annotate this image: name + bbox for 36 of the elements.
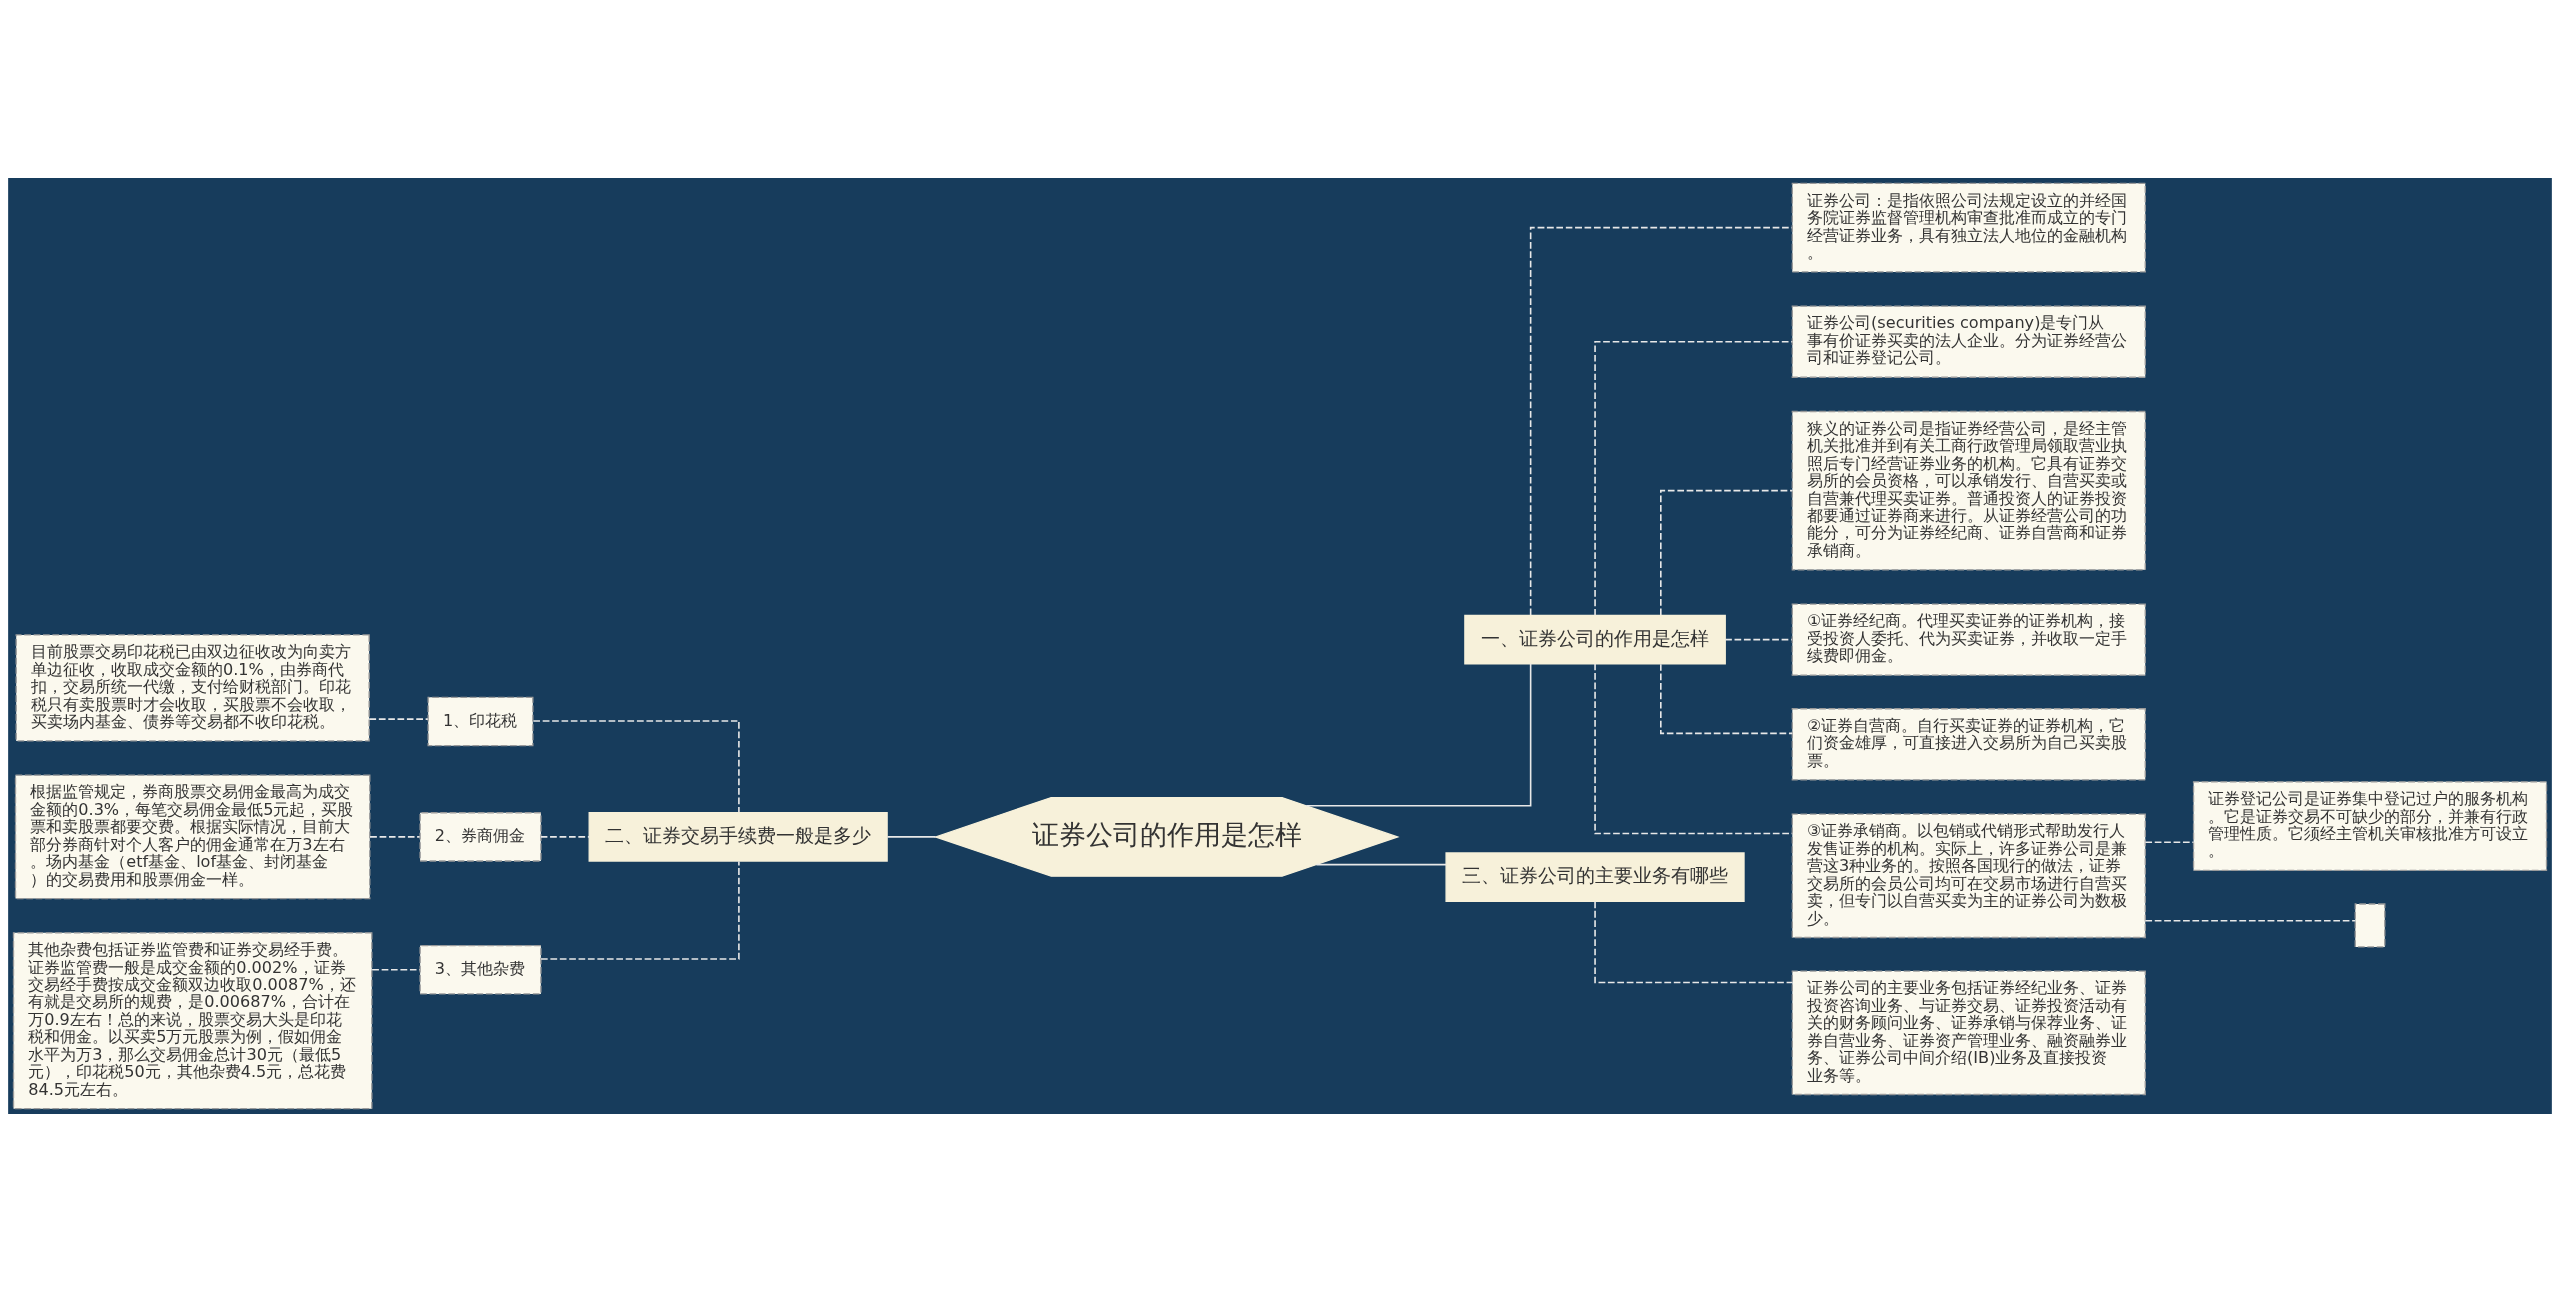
connector <box>368 718 429 720</box>
node-box: 一、证券公司的作用是怎样 <box>1464 614 1726 665</box>
node-box: 三、证券公司的主要业务有哪些 <box>1445 852 1745 902</box>
node-box: ①证券经纪商。代理买卖证券的证券机构，接受投资人委托、代为买卖证券，并收取一定手续费即佣金。 <box>1791 603 2146 676</box>
node-box <box>2354 903 2386 948</box>
node-box: 根据监管规定，券商股票交易佣金最高为成交金额的0.3%，每笔交易佣金最低5元起，买股票和卖股票都要交费。根据实际情况，目前大部分券商针对个人客户的佣金通常在万3左右。场内基金（etf基金、lof基金、封闭基金）的交易费用和股票佣金一样。 <box>14 774 371 900</box>
connector <box>1594 663 1794 835</box>
connector <box>1315 863 1447 866</box>
node-box: 1、印花税 <box>427 696 534 747</box>
connector <box>1529 226 1793 616</box>
connector <box>1305 662 1532 807</box>
node-box: 2、券商佣金 <box>419 812 542 862</box>
connector <box>1724 638 1793 641</box>
connector <box>2144 919 2356 922</box>
connector <box>369 836 421 838</box>
connector <box>371 968 421 971</box>
node-box: 证券公司：是指依照公司法规定设立的并经国务院证券监督管理机构审查批准而成立的专门经营证券业务，具有独立法人地位的金融机构。 <box>1791 182 2146 273</box>
node-box: 证券登记公司是证券集中登记过户的服务机构。它是证券交易不可缺少的部分，并兼有行政管理性质。它须经主管机关审核批准方可设立。 <box>2192 781 2548 872</box>
node-box: 二、证券交易手续费一般是多少 <box>588 812 888 862</box>
connector <box>1594 900 1794 984</box>
node-box: 其他杂费包括证券监管费和证券交易经手费。证券监管费一般是成交金额的0.002%，证券交易经手费按成交金额双边收取0.0087%，还有就是交易所的规费，是0.00687%，合计在万0.9左右！总的来说，股票交易大头是印花税和佣金。以买卖5万元股票为例，假如佣金水平为万3，那么交易佣金总计30元（最低5元），印花税50元，其他杂费4.5元，总花费84.5元左右。 <box>12 932 373 1110</box>
connector <box>532 720 740 814</box>
node-box: 证券公司(securities company)是专门从事有价证券买卖的法人企业。分为证券经营公司和证券登记公司。 <box>1791 305 2146 378</box>
connector <box>1660 663 1794 735</box>
node-box: ②证券自营商。自行买卖证券的证券机构，它们资金雄厚，可直接进入交易所为自己买卖股票。 <box>1791 708 2146 781</box>
connector <box>886 836 937 838</box>
connector <box>540 836 590 838</box>
connector <box>540 860 740 960</box>
connector <box>1660 489 1794 616</box>
node-box: 3、其他杂费 <box>419 944 542 995</box>
node-box: 狭义的证券公司是指证券经营公司，是经主管机关批准并到有关工商行政管理局领取营业执照后专门经营证券业务的机构。它具有证券交易所的会员资格，可以承销发行、自营买卖或自营兼代理买卖证券。普通投资人的证券投资都要通过证券商来进行。从证券经营公司的功能分，可分为证券经纪商、证券自营商和证券承销商。 <box>1791 410 2146 571</box>
connector <box>2144 841 2195 844</box>
connector <box>1594 340 1794 617</box>
node-box: 证券公司的主要业务包括证券经纪业务、证券投资咨询业务、与证券交易、证券投资活动有关的财务顾问业务、证券承销与保荐业务、证券自营业务、证券资产管理业务、融资融券业务、证券公司中间介绍(IB)业务及直接投资业务等。 <box>1791 970 2146 1096</box>
node-box: ③证券承销商。以包销或代销形式帮助发行人发售证券的机构。实际上，许多证券公司是兼营这3种业务的。按照各国现行的做法，证券交易所的会员公司均可在交易市场进行自营买卖，但专门以自营买卖为主的证券公司为数极少。 <box>1791 813 2146 939</box>
node-box: 目前股票交易印花税已由双边征收改为向卖方单边征收，收取成交金额的0.1%，由券商代扣，交易所统一代缴，支付给财税部门。印花税只有卖股票时才会收取，买股票不会收取，买卖场内基金、债券等交易都不收印花税。 <box>15 634 370 742</box>
